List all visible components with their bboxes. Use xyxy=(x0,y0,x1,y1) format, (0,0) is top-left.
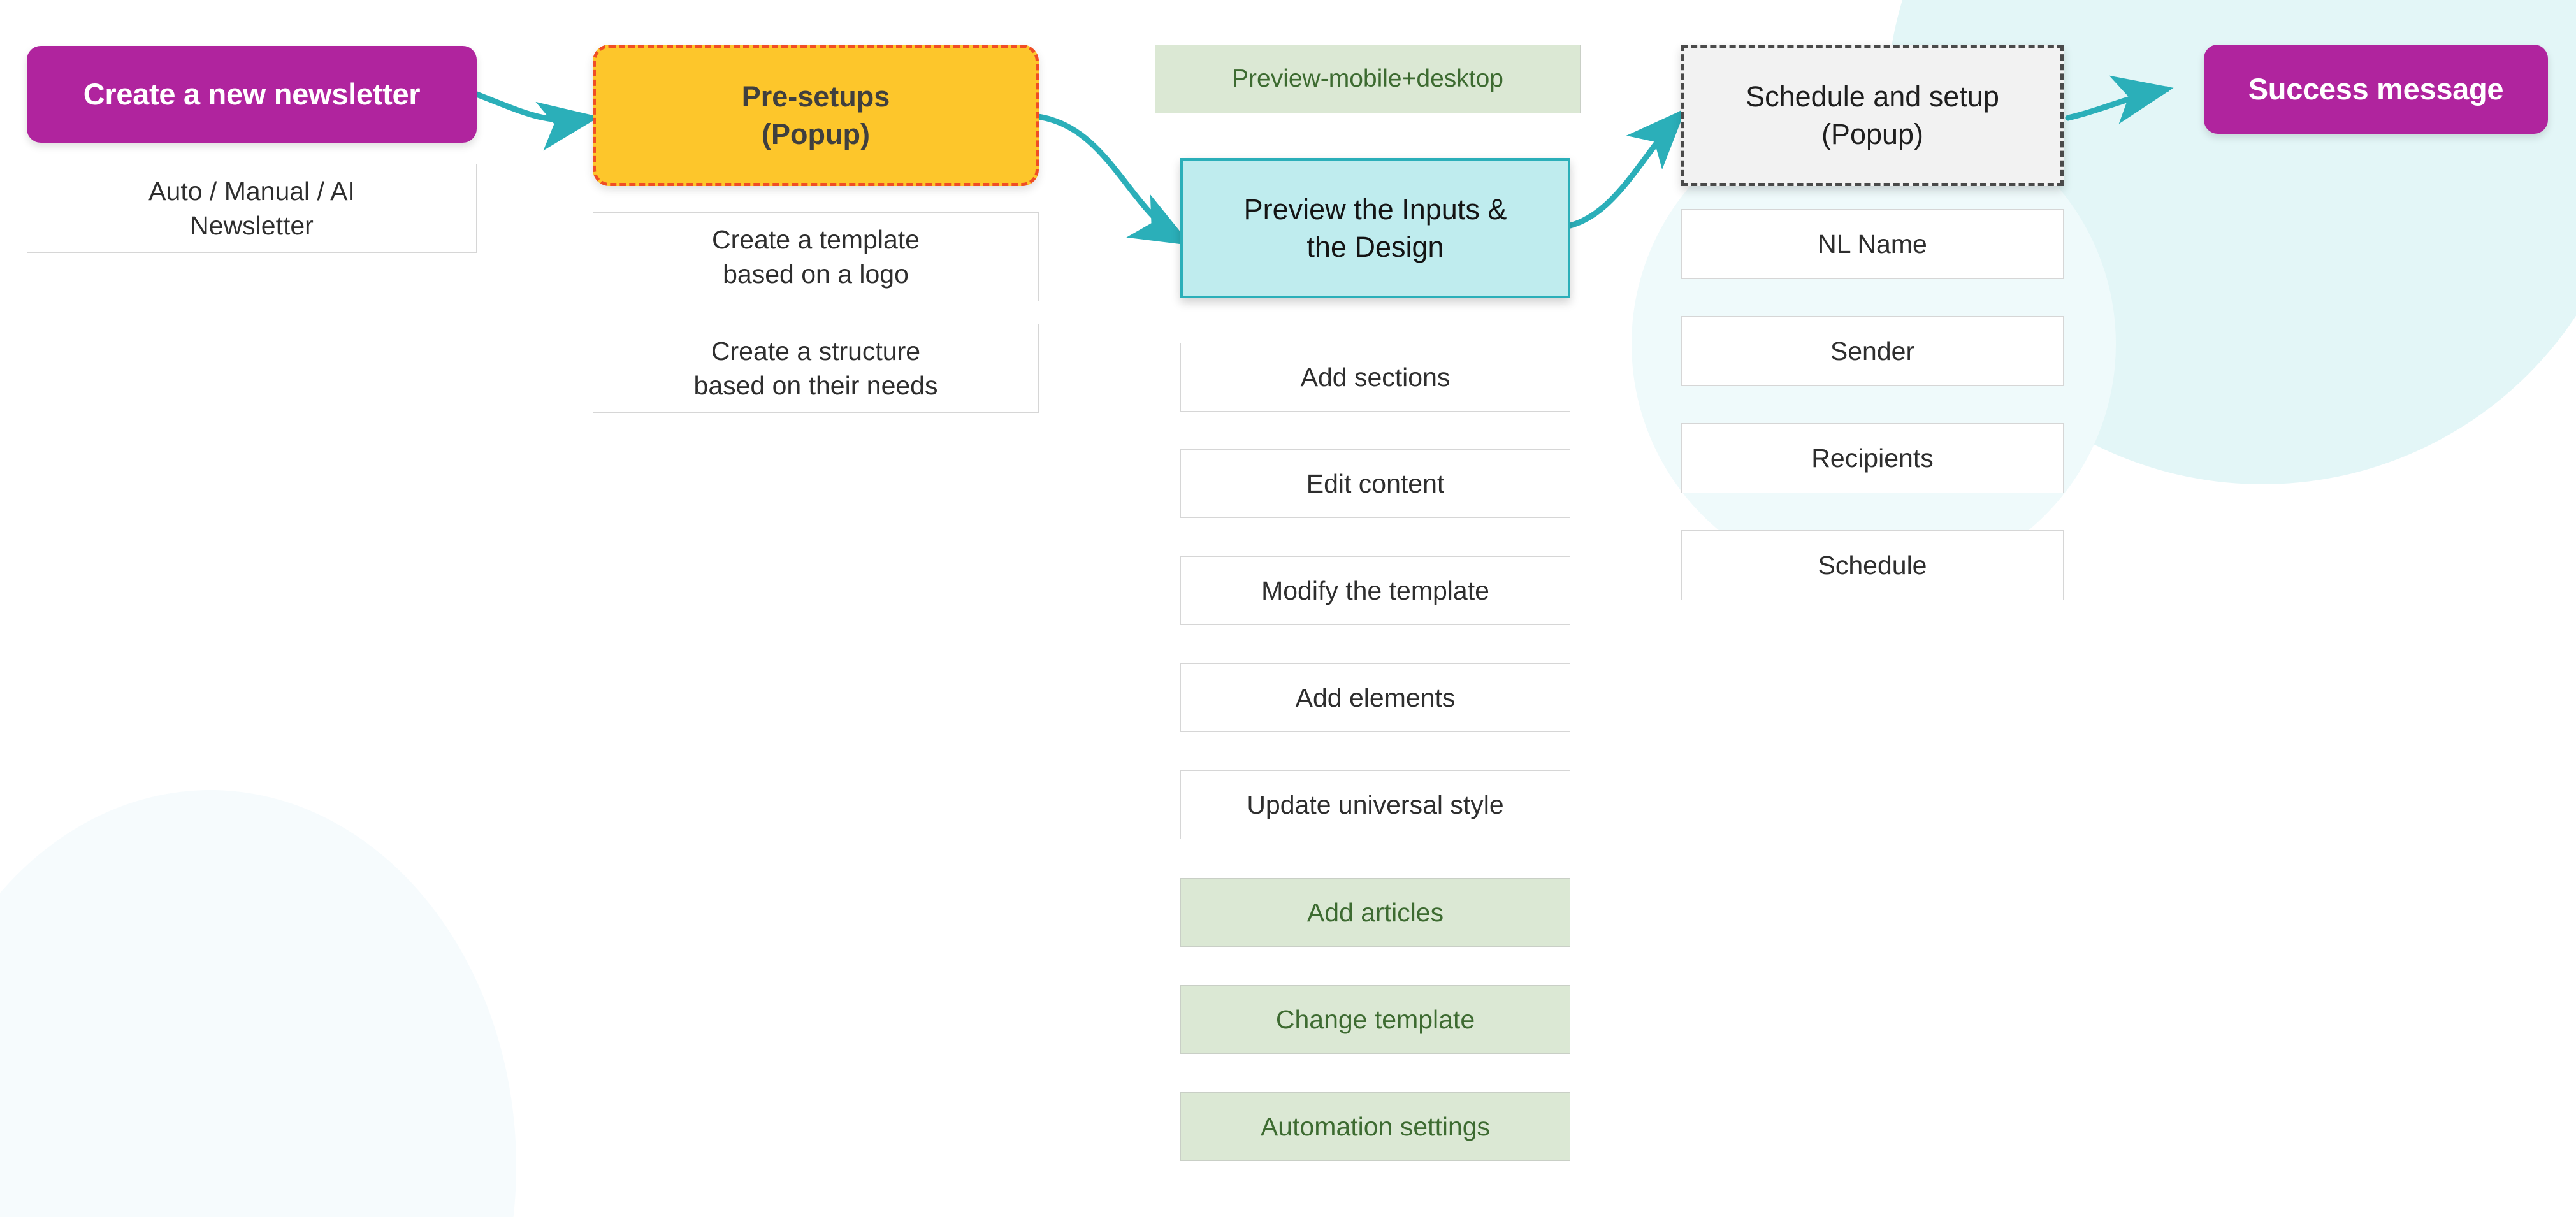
node-label: Success message xyxy=(2248,71,2504,106)
node-add-sections[interactable]: Add sections xyxy=(1180,343,1570,412)
node-sender[interactable]: Sender xyxy=(1681,316,2064,386)
node-label: Sender xyxy=(1830,336,1915,366)
node-schedule-and-setup-popup[interactable]: Schedule and setup(Popup) xyxy=(1681,45,2064,186)
node-create-a-new-newsletter[interactable]: Create a new newsletter xyxy=(27,46,477,143)
node-label: Preview the Inputs &the Design xyxy=(1243,192,1507,263)
node-label: Edit content xyxy=(1306,468,1445,498)
node-modify-the-template[interactable]: Modify the template xyxy=(1180,556,1570,625)
node-add-elements[interactable]: Add elements xyxy=(1180,663,1570,732)
node-label: NL Name xyxy=(1818,229,1927,259)
node-add-articles[interactable]: Add articles xyxy=(1180,878,1570,947)
node-label: Change template xyxy=(1275,1004,1475,1034)
node-update-universal-style[interactable]: Update universal style xyxy=(1180,770,1570,839)
node-success-message[interactable]: Success message xyxy=(2204,45,2548,134)
node-nl-name[interactable]: NL Name xyxy=(1681,209,2064,279)
node-label: Automation settings xyxy=(1260,1111,1491,1141)
node-recipients[interactable]: Recipients xyxy=(1681,423,2064,493)
node-label: Add articles xyxy=(1306,897,1444,927)
node-label: Schedule xyxy=(1818,550,1927,580)
node-label: Create a new newsletter xyxy=(83,76,421,111)
node-label: Recipients xyxy=(1811,443,1934,473)
node-label: Modify the template xyxy=(1261,575,1489,605)
node-label: Add elements xyxy=(1295,682,1456,712)
node-automation-settings[interactable]: Automation settings xyxy=(1180,1092,1570,1161)
node-label: Update universal style xyxy=(1247,789,1504,819)
node-preview-mobile-desktop[interactable]: Preview-mobile+desktop xyxy=(1155,45,1581,113)
node-label: Add sections xyxy=(1300,362,1451,392)
node-schedule[interactable]: Schedule xyxy=(1681,530,2064,600)
node-pre-setups-popup[interactable]: Pre-setups(Popup) xyxy=(593,45,1039,186)
node-edit-content[interactable]: Edit content xyxy=(1180,449,1570,518)
node-label: Preview-mobile+desktop xyxy=(1232,65,1503,93)
node-preview-the-inputs-and-the-design[interactable]: Preview the Inputs &the Design xyxy=(1180,158,1570,298)
node-label: Pre-setups(Popup) xyxy=(741,80,890,150)
node-change-template[interactable]: Change template xyxy=(1180,985,1570,1054)
node-label: Schedule and setup(Popup) xyxy=(1746,80,1999,150)
